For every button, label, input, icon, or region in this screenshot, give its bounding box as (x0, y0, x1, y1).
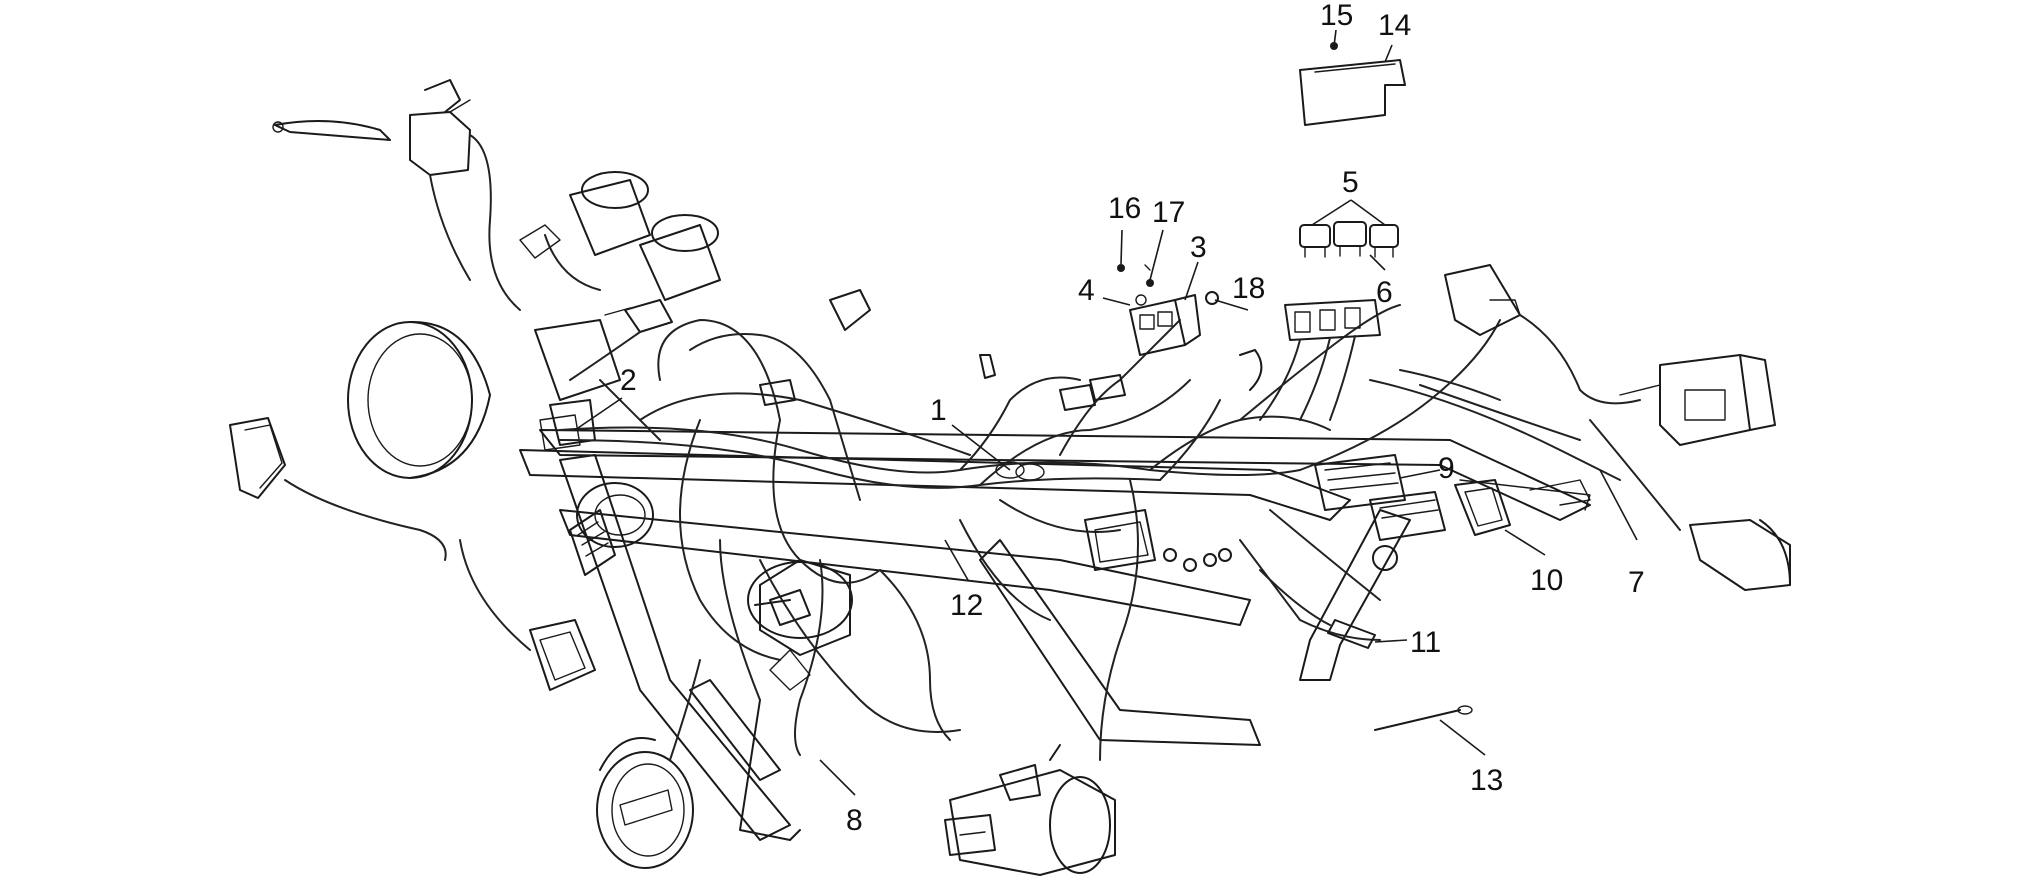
headlight (347, 320, 491, 479)
callout-11: 11 (1410, 626, 1441, 659)
center-connectors (759, 289, 1263, 572)
callout-3: 3 (1190, 231, 1207, 264)
fuse-box (1259, 299, 1381, 421)
callout-13: 13 (1470, 764, 1503, 797)
relays (1299, 221, 1399, 258)
callout-2: 2 (620, 364, 637, 397)
frame (519, 429, 1591, 841)
license-bracket (1299, 42, 1406, 126)
side-lamp (459, 539, 596, 691)
horn (569, 482, 654, 576)
callout-16: 16 (1108, 192, 1141, 225)
handlebar-switch (272, 79, 521, 311)
callout-9: 9 (1438, 452, 1455, 485)
callout-17: 17 (1152, 196, 1185, 229)
cable-tie-13 (1374, 705, 1473, 731)
leader-lines (574, 29, 1638, 796)
regulator (1314, 454, 1446, 571)
callout-labels: 1 2 3 4 5 6 7 8 9 10 11 12 13 14 15 16 1… (620, 0, 1645, 837)
callout-10: 10 (1530, 564, 1563, 597)
junction-box-left (534, 319, 661, 451)
callout-12: 12 (950, 589, 983, 622)
relay-block (1117, 264, 1219, 356)
callout-7: 7 (1628, 566, 1645, 599)
rear-lighting (1369, 264, 1791, 591)
left-indicator (229, 417, 447, 561)
callout-6: 6 (1376, 276, 1393, 309)
callout-15: 15 (1320, 0, 1353, 32)
callout-8: 8 (846, 804, 863, 837)
callout-18: 18 (1232, 272, 1265, 305)
connector-10 (1454, 479, 1511, 536)
callout-1: 1 (930, 394, 947, 427)
starter-motor (944, 744, 1116, 876)
tail-lamp (596, 659, 701, 869)
callout-4: 4 (1078, 274, 1095, 307)
alternator (747, 559, 853, 691)
instrument-cluster (519, 171, 721, 381)
callout-5: 5 (1342, 166, 1359, 199)
callout-14: 14 (1378, 9, 1411, 42)
sensor-11 (1259, 569, 1376, 649)
wiring-loom (559, 304, 1501, 761)
